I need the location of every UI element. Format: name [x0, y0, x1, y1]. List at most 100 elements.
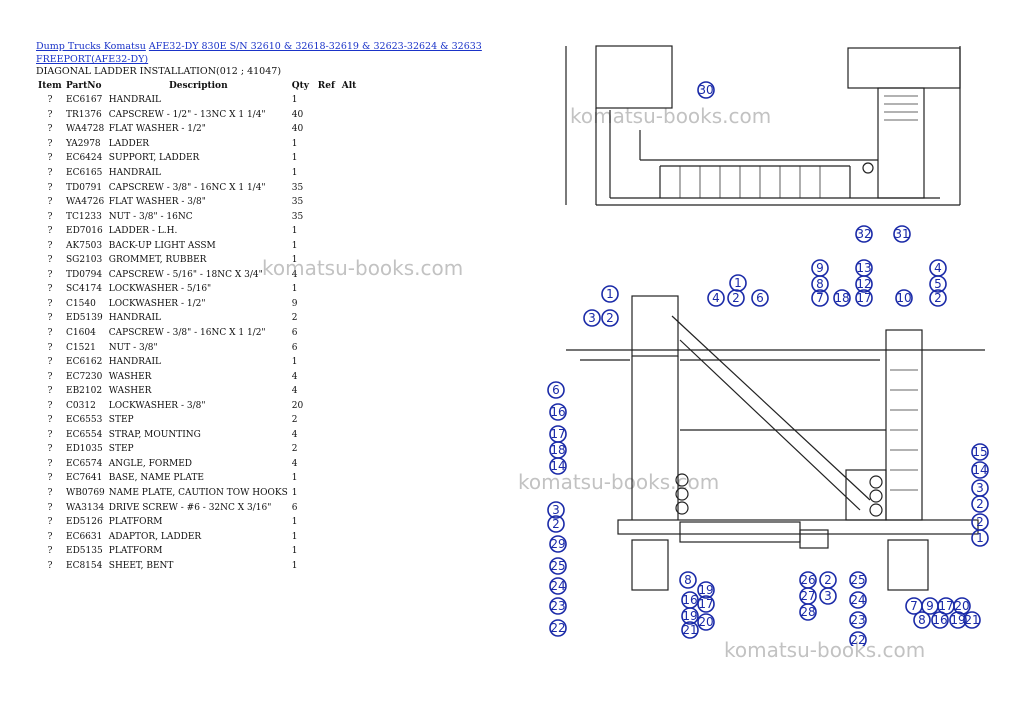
partno-cell: TR1376 [66, 109, 102, 120]
qty-cell: 1 [291, 517, 298, 528]
qty-cell: 1 [291, 95, 298, 106]
qty-cell: 6 [291, 502, 298, 513]
callout: 17 [549, 425, 567, 443]
callout: 18 [833, 289, 851, 307]
callout: 2 [971, 513, 989, 531]
qty-cell: 4 [291, 458, 298, 469]
item-cell: ? [47, 357, 53, 368]
callout-number: 24 [850, 593, 865, 607]
qty-cell: 1 [291, 531, 298, 542]
callout: 9 [811, 259, 829, 277]
callout: 27 [799, 587, 817, 605]
callout-number: 22 [850, 633, 865, 646]
description-cell: CAPSCREW - 3/8" - 16NC X 1 1/4" [108, 182, 266, 193]
ref-cell [316, 108, 340, 123]
partno-cell: WB0769 [66, 488, 105, 499]
callout-circle [949, 611, 967, 629]
callout-number: 24 [550, 579, 565, 593]
alt-cell [340, 486, 364, 501]
callout: 16 [681, 591, 699, 609]
callout-number: 23 [850, 613, 865, 627]
qty-cell: 1 [291, 226, 298, 237]
partno-cell: EC7230 [66, 371, 103, 382]
front-view [566, 295, 985, 591]
description-cell: CAPSCREW - 1/2" - 13NC X 1 1/4" [108, 109, 266, 120]
callout-number: 26 [800, 573, 815, 587]
callout-number: 8 [918, 613, 926, 627]
qty-cell: 1 [291, 255, 298, 266]
callout-circle [799, 603, 817, 621]
callout-circle [549, 577, 567, 595]
callout-circle [855, 289, 873, 307]
callout: 13 [855, 259, 873, 277]
col-ref: Ref [317, 80, 335, 91]
callout-number: 5 [934, 277, 942, 291]
partno-cell: ED5135 [66, 546, 103, 557]
ref-cell [316, 238, 340, 253]
alt-cell [340, 500, 364, 515]
item-cell: ? [47, 211, 53, 222]
ref-cell [316, 93, 340, 108]
item-cell: ? [47, 342, 53, 353]
col-partno: PartNo [66, 80, 102, 91]
ref-cell [316, 224, 340, 239]
callout-number: 2 [934, 291, 942, 305]
callout-number: 17 [550, 427, 565, 441]
alt-cell [340, 340, 364, 355]
callout-circle [849, 631, 867, 646]
callout: 26 [799, 571, 817, 589]
callout-number: 16 [682, 593, 697, 607]
callout: 4 [929, 259, 947, 277]
alt-cell [340, 471, 364, 486]
ref-cell [316, 413, 340, 428]
description-cell: ADAPTOR, LADDER [108, 531, 202, 542]
callout: 16 [931, 611, 949, 629]
partno-cell: C1604 [66, 328, 96, 339]
partno-cell: ED5126 [66, 517, 103, 528]
qty-cell: 1 [291, 153, 298, 164]
qty-cell: 1 [291, 240, 298, 251]
callout-number: 32 [856, 227, 871, 241]
callout: 23 [549, 597, 567, 615]
description-cell: HANDRAIL [108, 313, 162, 324]
alt-cell [340, 398, 364, 413]
callout-number: 7 [816, 291, 824, 305]
item-cell: ? [47, 298, 53, 309]
partno-cell: EC6553 [66, 415, 103, 426]
item-cell: ? [47, 415, 53, 426]
callout: 1 [729, 274, 747, 292]
alt-cell [340, 544, 364, 559]
breadcrumb-link-model[interactable]: AFE32-DY 830E S/N 32610 & 32618-32619 & … [148, 41, 482, 52]
description-cell: CAPSCREW - 3/8" - 16NC X 1 1/2" [108, 328, 266, 339]
partno-cell: WA4728 [66, 124, 105, 135]
item-cell: ? [47, 531, 53, 542]
callout-circle [913, 611, 931, 629]
breadcrumb-link-dump-trucks[interactable]: Dump Trucks Komatsu [36, 41, 146, 52]
breadcrumb: Dump Trucks Komatsu AFE32-DY 830E S/N 32… [36, 40, 516, 66]
callout-number: 19 [950, 613, 965, 627]
item-cell: ? [47, 269, 53, 280]
callout-circle [971, 461, 989, 479]
col-alt: Alt [341, 80, 357, 91]
description-cell: STEP [108, 444, 134, 455]
ref-cell [316, 326, 340, 341]
callout: 8 [811, 275, 829, 293]
item-cell: ? [47, 124, 53, 135]
qty-cell: 2 [291, 415, 298, 426]
callout: 28 [799, 603, 817, 621]
callout-circle [547, 381, 565, 399]
ref-cell [316, 471, 340, 486]
ref-cell [316, 428, 340, 443]
callout: 15 [971, 443, 989, 461]
breadcrumb-link-freeport[interactable]: FREEPORT(AFE32-DY) [36, 54, 149, 65]
